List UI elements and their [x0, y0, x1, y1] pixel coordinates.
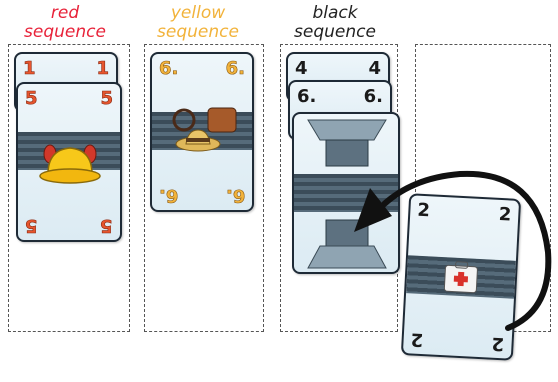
- fedora-whip-satchel-icon: [172, 107, 237, 152]
- yellow-sequence-column[interactable]: [144, 44, 264, 332]
- card-number: 6.: [297, 86, 317, 107]
- card-number: 6.: [159, 58, 179, 79]
- first-aid-kit-icon: [443, 261, 478, 294]
- card-number: 5: [25, 88, 38, 109]
- card-number: 5: [100, 215, 113, 237]
- card-number: 6.: [225, 185, 245, 207]
- card-number: 6.: [225, 58, 245, 79]
- yellow-sequence-label: yellow sequence: [143, 4, 253, 42]
- red-card-5[interactable]: 5 5 5 5: [16, 82, 122, 242]
- yellow-card-6[interactable]: 6. 6. 6. 6.: [150, 52, 254, 212]
- red-sequence-column[interactable]: [8, 44, 130, 332]
- hard-hat-with-lights-icon: [39, 144, 101, 184]
- red-label-line1: red: [50, 3, 80, 23]
- red-label-line2: sequence: [24, 22, 106, 42]
- moving-card-2[interactable]: 2 2 2 2: [400, 193, 522, 361]
- black-sequence-label: black sequence: [280, 4, 390, 42]
- card-number: 6.: [363, 86, 383, 107]
- card-number: 5: [25, 215, 38, 237]
- yellow-label-line1: yellow: [170, 3, 226, 23]
- black-label-line1: black: [312, 3, 358, 23]
- black-label-line2: sequence: [294, 22, 376, 42]
- red-sequence-label: red sequence: [10, 4, 120, 42]
- card-number: 6.: [159, 185, 179, 207]
- card-number: 1: [23, 58, 36, 79]
- curved-move-arrow-icon: [354, 170, 552, 331]
- card-number: 5: [100, 88, 113, 109]
- card-number: 1: [96, 58, 109, 79]
- card-number: 4: [295, 58, 308, 79]
- yellow-label-line2: sequence: [157, 22, 239, 42]
- card-number: 4: [368, 58, 381, 79]
